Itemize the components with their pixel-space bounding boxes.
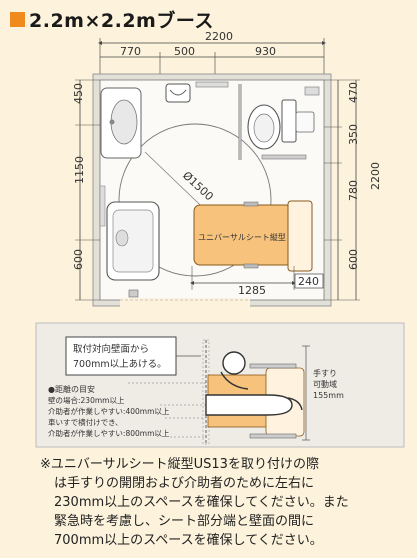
dim-top-1: 770	[120, 45, 141, 58]
dim-top-3: 930	[255, 45, 276, 58]
note-line-1: ※ユニバーサルシート縦型US13を取り付けの際	[40, 457, 319, 472]
dim-bottom-side: 240	[298, 275, 319, 288]
side-view: 取付対向壁面から 700mm以上あける。 ●距離の目安 壁の場合:230mm以上…	[35, 322, 405, 448]
dim-right-3: 780	[347, 180, 360, 201]
dim-bottom-seat: 1285	[238, 284, 266, 297]
turning-circle	[118, 123, 272, 277]
handrail-label-2: 可動域	[313, 379, 337, 389]
universal-seat: ユニバーサルシート縦型	[193, 200, 313, 272]
callout-line-1: 取付対向壁面から	[73, 343, 149, 355]
dim-total-width: 2200	[205, 30, 233, 43]
toilet	[247, 86, 320, 150]
note-line-5: 700mm以上のスペースを確保してください。	[54, 533, 323, 548]
title-text: 2.2m×2.2mブース	[29, 10, 214, 32]
callout-line-2: 700mm以上あける。	[73, 359, 167, 370]
dim-left-2: 1150	[73, 156, 86, 184]
title-marker	[10, 12, 25, 27]
floor-plan: 2200 770 500 930 450 1150 600 470 350 78…	[72, 30, 382, 308]
paper-holder	[165, 83, 191, 103]
dim-left-1: 450	[72, 83, 85, 104]
guide-title: ●距離の目安	[48, 384, 95, 394]
changing-bench	[106, 201, 160, 281]
dim-left-3: 600	[72, 249, 85, 270]
guide-line-4: 介助者が作業しやすい:800mm以上	[48, 428, 170, 438]
note-line-3: 230mm以上のスペースを確保してください。また	[54, 495, 349, 510]
handrail-label-1: 手すり	[313, 368, 337, 378]
footnote: ※ユニバーサルシート縦型US13を取り付けの際 は手すりの開閉および介助者のため…	[40, 455, 410, 550]
dim-top-2: 500	[174, 45, 195, 58]
handrail-label-3: 155mm	[313, 391, 344, 400]
person-figure	[205, 351, 303, 416]
dim-right-2: 350	[347, 124, 360, 145]
note-line-4: 緊急時を考慮し、シート部分端と壁面の間に	[54, 514, 315, 529]
guide-line-1: 壁の場合:230mm以上	[48, 395, 125, 405]
page-title: 2.2m×2.2mブース	[10, 6, 214, 33]
callout-box	[65, 336, 177, 376]
dim-right-4: 600	[347, 249, 360, 270]
guide-line-2: 介助者が作業しやすい:400mm以上	[48, 406, 170, 416]
dim-right-1: 470	[347, 82, 360, 103]
seat-label: ユニバーサルシート縦型	[198, 232, 286, 242]
guide-line-3: 車いすで横付けでき、	[48, 417, 123, 427]
washbasin	[100, 87, 142, 159]
dim-right-total: 2200	[369, 162, 382, 190]
note-line-2: は手すりの開閉および介助者のために左右に	[54, 476, 315, 491]
